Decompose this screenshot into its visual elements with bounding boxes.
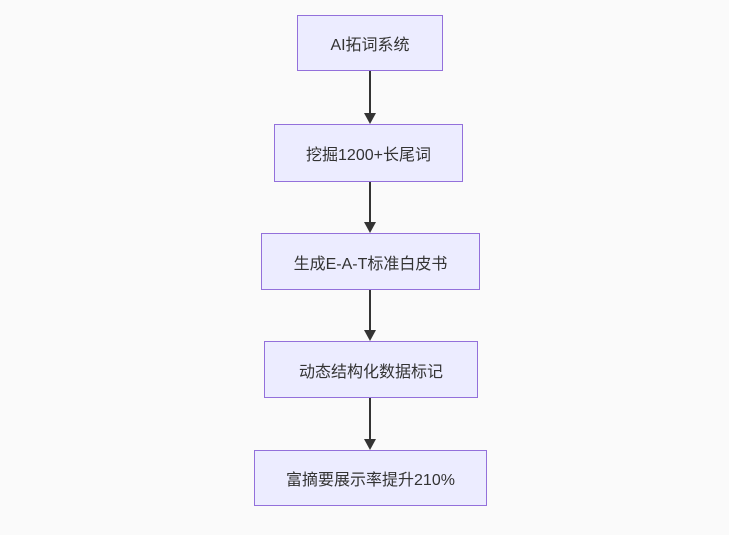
- flow-node-step-4: 动态结构化数据标记: [264, 341, 478, 398]
- flow-arrow-2: [364, 182, 376, 233]
- flow-node-label: 挖掘1200+长尾词: [306, 147, 431, 164]
- arrowhead-icon: [364, 113, 376, 124]
- flow-arrow-1: [364, 71, 376, 124]
- arrowhead-icon: [364, 330, 376, 341]
- flow-arrow-4: [364, 398, 376, 450]
- flow-arrow-3: [364, 290, 376, 341]
- arrowhead-icon: [364, 439, 376, 450]
- flow-node-label: 动态结构化数据标记: [298, 363, 443, 381]
- flow-node-label: 生成E-A-T标准白皮书: [293, 255, 448, 273]
- flow-node-step-5: 富摘要展示率提升210%: [254, 450, 487, 506]
- flow-node-step-2: 挖掘1200+长尾词: [274, 124, 463, 182]
- flow-node-label: 富摘要展示率提升210%: [286, 472, 455, 489]
- flow-node-step-1: AI拓词系统: [297, 15, 443, 71]
- flow-node-step-3: 生成E-A-T标准白皮书: [261, 233, 480, 290]
- flow-node-label: AI拓词系统: [330, 37, 410, 54]
- arrowhead-icon: [364, 222, 376, 233]
